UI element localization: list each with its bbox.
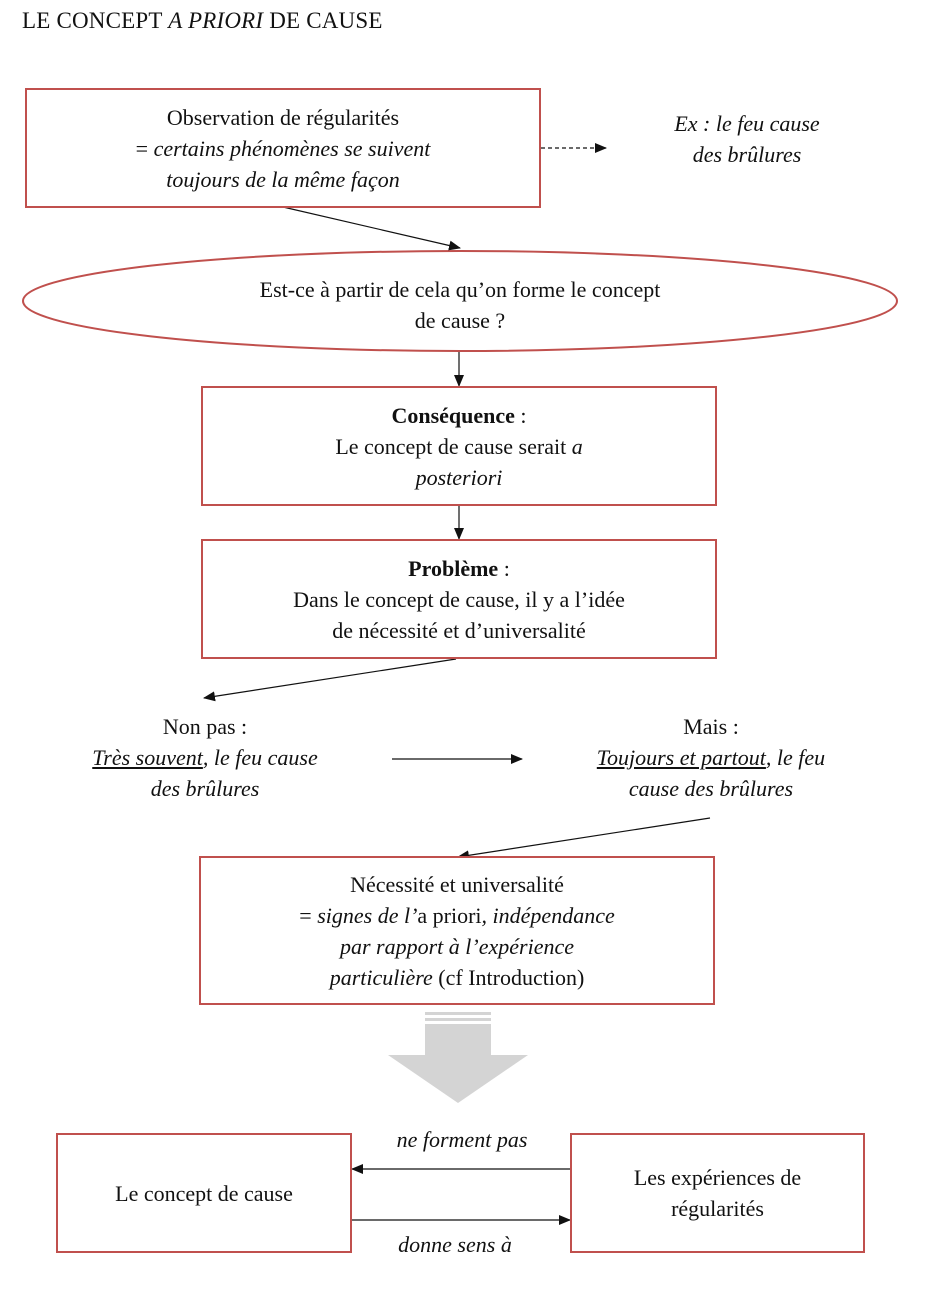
mais-underlined: Toujours et partout — [596, 745, 766, 770]
arrow-observation-to-question — [282, 206, 461, 251]
arrow-mais-to-necessite — [457, 817, 711, 861]
observation-heading: Observation de régularités — [166, 104, 400, 130]
observation-line-2: = certains phénomènes se suivent — [136, 133, 431, 164]
title-italic: A PRIORI — [168, 8, 264, 33]
necessite-line-4-italic: particulière — [329, 964, 433, 990]
necessite-line-2: = signes de l’a priori, indépendance — [299, 900, 614, 931]
non-pas-line-2-rest: , le feu cause — [202, 745, 318, 770]
necessite-line-4-plain: (cf Introduction) — [432, 964, 585, 990]
title-suffix: DE CAUSE — [263, 8, 383, 33]
mais-line-3: cause des brûlures — [628, 776, 794, 801]
necessite-line-2-prefix: = — [299, 902, 318, 928]
question-text: Est-ce à partir de cela qu’on forme le c… — [80, 274, 840, 336]
consequence-box: Conséquence : Le concept de cause serait… — [201, 386, 717, 506]
mais-line-2: Toujours et partout, le feu — [536, 742, 886, 773]
consequence-line-2-prefix: Le concept de cause serait — [335, 433, 572, 459]
mais-line-2-rest: , le feu — [765, 745, 826, 770]
example-line-1: Ex : le feu cause — [674, 111, 820, 136]
experiences-line-2: régularités — [671, 1196, 764, 1221]
probleme-heading-suffix: : — [498, 555, 510, 581]
necessite-line-2-italic-a: signes de l’ — [317, 902, 418, 928]
question-line-2: de cause ? — [414, 308, 506, 333]
question-ellipse — [22, 250, 898, 352]
title-prefix: LE CONCEPT — [22, 8, 169, 33]
label-ne-forment-pas: ne forment pas — [396, 1127, 528, 1152]
consequence-line-3: posteriori — [415, 464, 503, 490]
consequence-line-2-italic: a — [571, 433, 583, 459]
non-pas-block: Non pas : Très souvent, le feu cause des… — [30, 711, 380, 804]
arrow-probleme-to-non-pas — [203, 658, 457, 702]
question-line-1: Est-ce à partir de cela qu’on forme le c… — [259, 277, 661, 302]
consequence-heading-bold: Conséquence — [391, 402, 515, 428]
example-line-2: des brûlures — [692, 142, 802, 167]
probleme-line-3: de nécessité et d’universalité — [332, 617, 586, 643]
necessite-line-3: par rapport à l’expérience — [340, 933, 574, 959]
big-down-arrow — [388, 1012, 528, 1103]
observation-line-2-italic: certains phénomènes se suivent — [153, 135, 431, 161]
necessite-box: Nécessité et universalité = signes de l’… — [199, 856, 715, 1005]
concept-box: Le concept de cause — [56, 1133, 352, 1253]
consequence-heading: Conséquence : — [391, 400, 526, 431]
concept-label: Le concept de cause — [115, 1180, 293, 1206]
observation-box: Observation de régularités = certains ph… — [25, 88, 541, 208]
non-pas-line-2: Très souvent, le feu cause — [30, 742, 380, 773]
mais-block: Mais : Toujours et partout, le feu cause… — [536, 711, 886, 804]
probleme-heading-bold: Problème — [408, 555, 499, 581]
probleme-heading: Problème : — [408, 553, 510, 584]
necessite-line-1: Nécessité et universalité — [350, 871, 564, 897]
mais-heading: Mais : — [683, 714, 739, 739]
experiences-line-1: Les expériences de — [633, 1165, 802, 1190]
page-title: LE CONCEPT A PRIORI DE CAUSE — [22, 8, 383, 34]
non-pas-underlined: Très souvent — [92, 745, 203, 770]
probleme-line-2: Dans le concept de cause, il y a l’idée — [293, 586, 625, 612]
consequence-line-2: Le concept de cause serait a — [335, 431, 582, 462]
consequence-heading-suffix: : — [514, 402, 527, 428]
necessite-line-2-plain: a priori — [417, 902, 482, 928]
example-text: Ex : le feu cause des brûlures — [612, 108, 882, 170]
non-pas-line-3: des brûlures — [150, 776, 260, 801]
label-donne-sens: donne sens à — [398, 1232, 512, 1257]
observation-line-3: toujours de la même façon — [166, 166, 400, 192]
experiences-box: Les expériences de régularités — [570, 1133, 865, 1253]
probleme-box: Problème : Dans le concept de cause, il … — [201, 539, 717, 659]
necessite-line-2-italic-b: , indépendance — [481, 902, 615, 928]
necessite-line-4: particulière (cf Introduction) — [330, 962, 585, 993]
observation-line-2-prefix: = — [135, 135, 154, 161]
non-pas-heading: Non pas : — [162, 714, 248, 739]
